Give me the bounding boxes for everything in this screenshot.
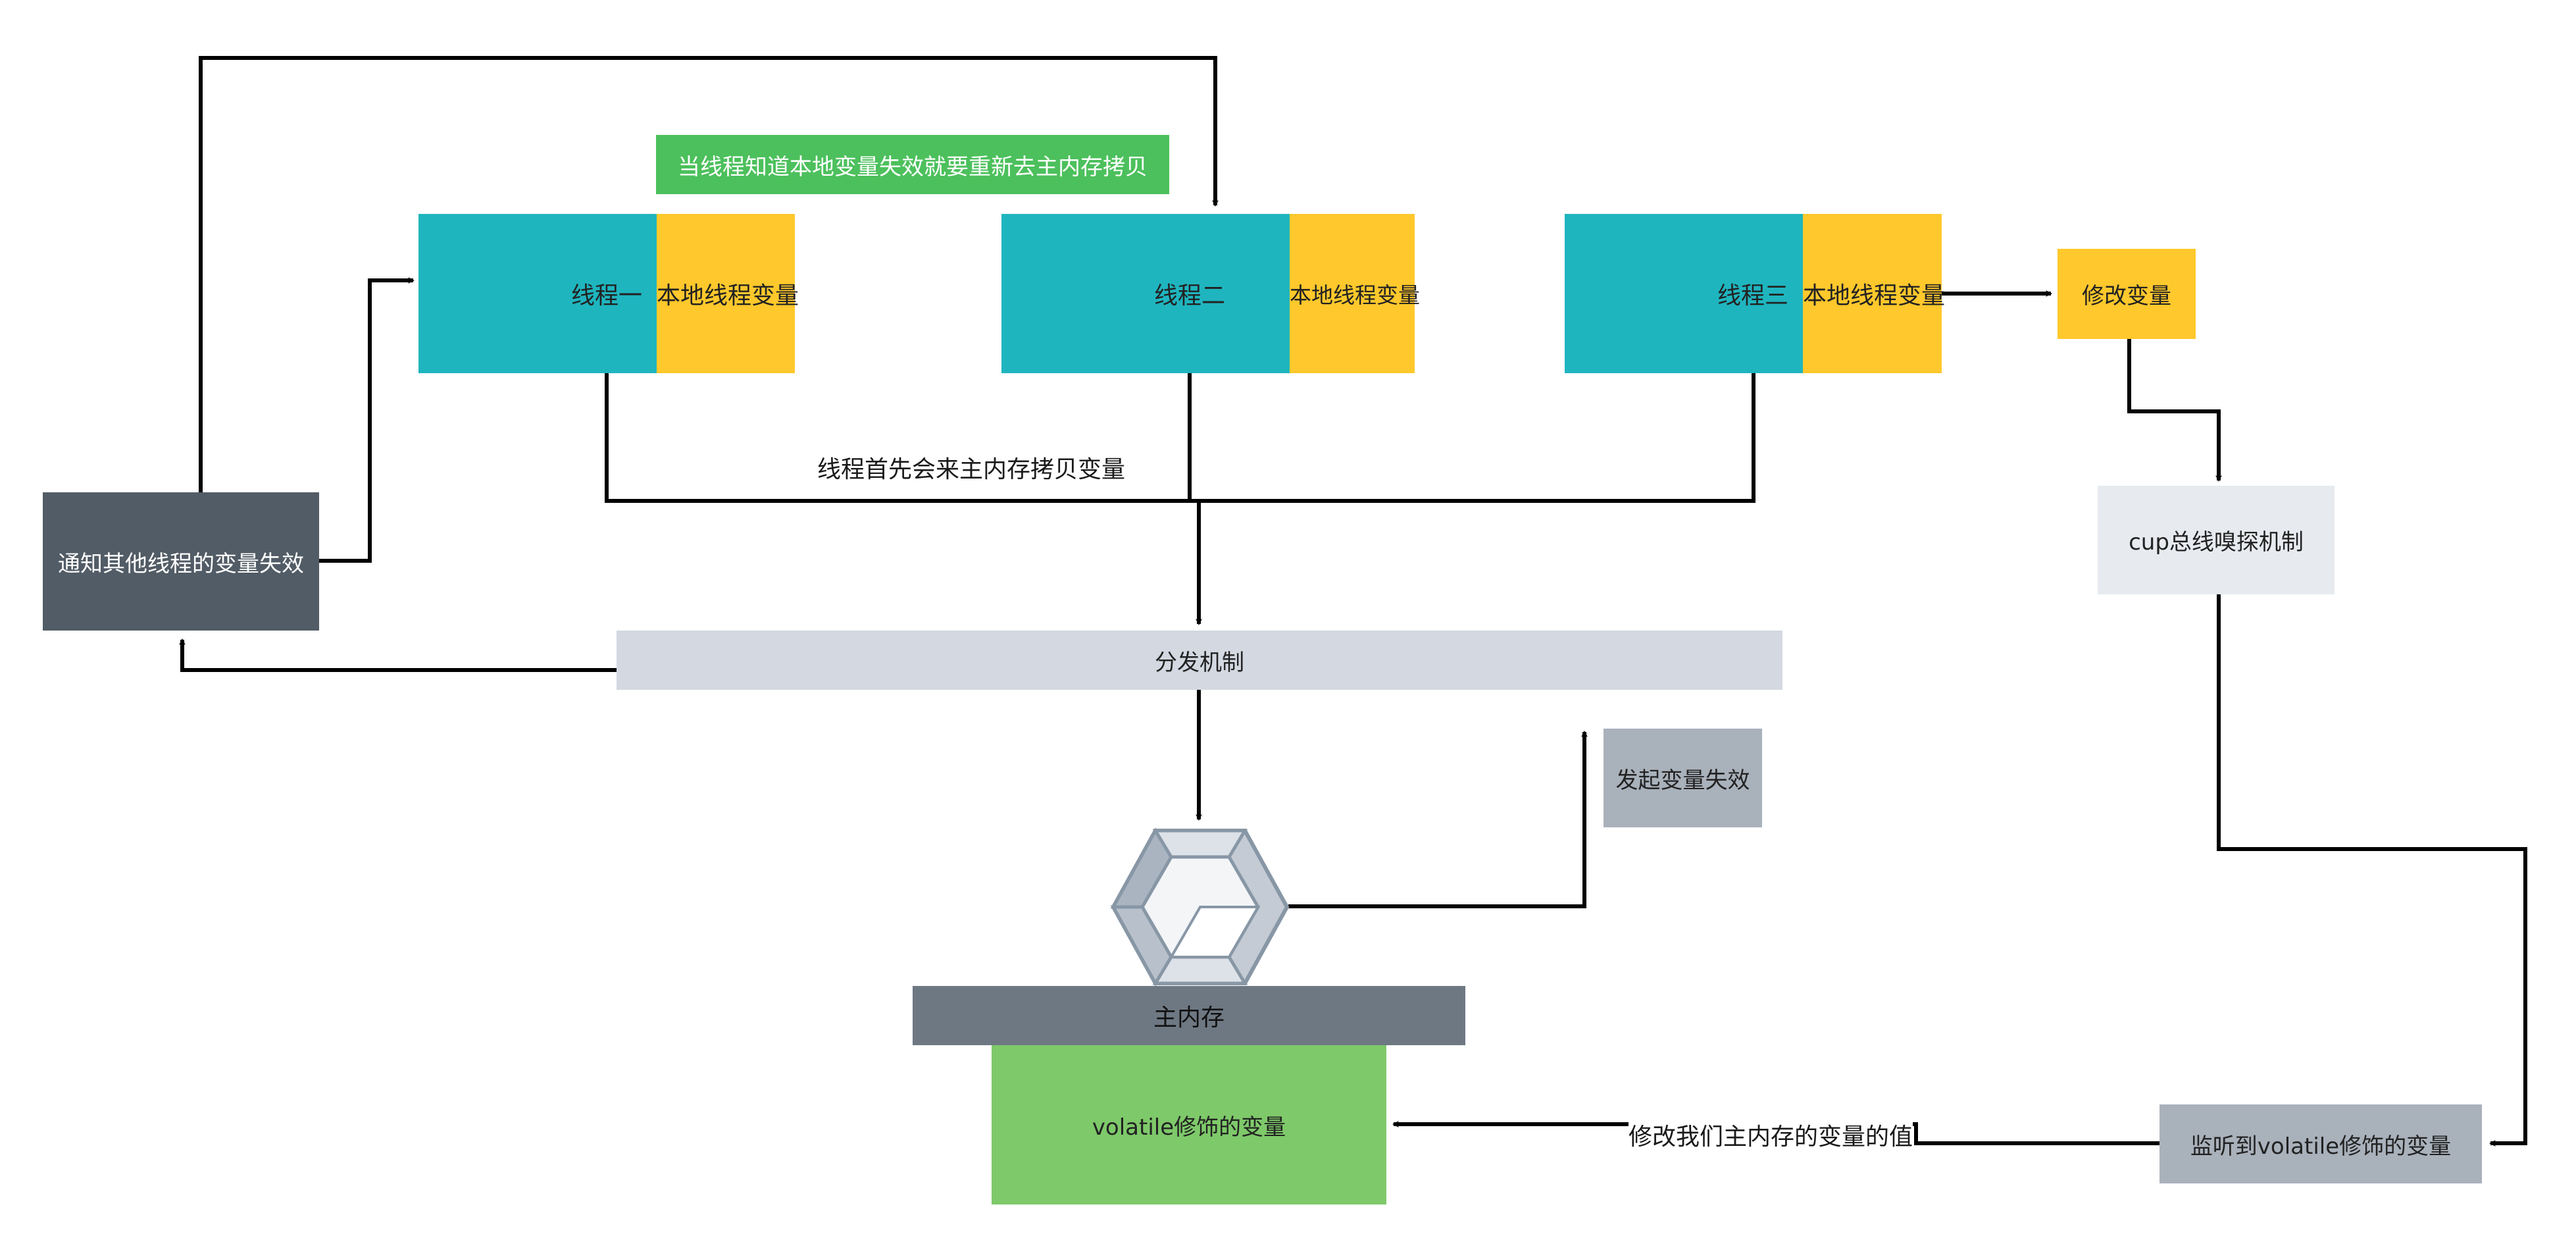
modify-variable-text: 修改变量: [2082, 283, 2171, 309]
thread-two-box[interactable]: 线程二: [1001, 214, 1290, 373]
thread-three-box[interactable]: 线程三: [1565, 214, 1803, 373]
modify-main-memory-label: 修改我们主内存的变量的值: [1629, 1118, 1913, 1152]
dispatch-bar[interactable]: 分发机制: [617, 631, 1782, 690]
copy-from-main-label: 线程首先会来主内存拷贝变量: [817, 450, 1126, 484]
trigger-invalidate-box[interactable]: 发起变量失效: [1604, 729, 1762, 827]
modify-to-sniff-arrow: [2127, 339, 2222, 482]
thread-two-local-box[interactable]: 本地线程变量: [1290, 214, 1420, 373]
listen-volatile-text: 监听到volatile修饰的变量: [2190, 1133, 2452, 1160]
volatile-variable-text: volatile修饰的变量: [1092, 1114, 1286, 1141]
hexagon-cube-icon: [1111, 828, 1290, 986]
modify-variable-box[interactable]: 修改变量: [2058, 249, 2196, 339]
thread-one-down-line: [605, 373, 1755, 503]
thread-one-local-box[interactable]: 本地线程变量: [657, 214, 799, 373]
thread-two-label: 线程二: [1153, 282, 1225, 309]
reload-banner-text: 当线程知道本地变量失效就要重新去主内存拷贝: [678, 153, 1148, 180]
thread-three-label: 线程三: [1717, 282, 1788, 309]
notify-to-thread-two-arrow: [199, 56, 1219, 492]
sniff-to-listen-arrow: [2217, 594, 2527, 1147]
cube-to-trigger-arrow: [1288, 731, 1588, 908]
thread-three-local-label: 本地线程变量: [1803, 282, 1946, 309]
listen-volatile-box[interactable]: 监听到volatile修饰的变量: [2159, 1104, 2482, 1183]
dispatch-to-notify-arrow: [179, 638, 617, 672]
thread-one-label: 线程一: [570, 282, 642, 309]
notify-invalidate-text: 通知其他线程的变量失效: [58, 550, 304, 577]
volatile-variable-box[interactable]: volatile修饰的变量: [992, 1045, 1386, 1204]
main-memory-text: 主内存: [1153, 1004, 1225, 1031]
thread-three-local-box[interactable]: 本地线程变量: [1803, 214, 1946, 373]
notify-invalidate-box[interactable]: 通知其他线程的变量失效: [43, 492, 319, 631]
notify-to-thread-one-arrow: [319, 277, 415, 563]
main-memory-bar[interactable]: 主内存: [913, 986, 1465, 1045]
thread-one-box[interactable]: 线程一: [418, 214, 657, 373]
thread-two-local-label: 本地线程变量: [1290, 282, 1420, 308]
dispatch-text: 分发机制: [1155, 649, 1244, 676]
bus-sniffing-text: cup总线嗅探机制: [2129, 529, 2304, 556]
thread-one-local-label: 本地线程变量: [657, 282, 799, 309]
reload-banner: 当线程知道本地变量失效就要重新去主内存拷贝: [656, 135, 1169, 194]
bus-sniffing-box[interactable]: cup总线嗅探机制: [2098, 486, 2335, 594]
trigger-invalidate-text: 发起变量失效: [1615, 767, 1750, 794]
